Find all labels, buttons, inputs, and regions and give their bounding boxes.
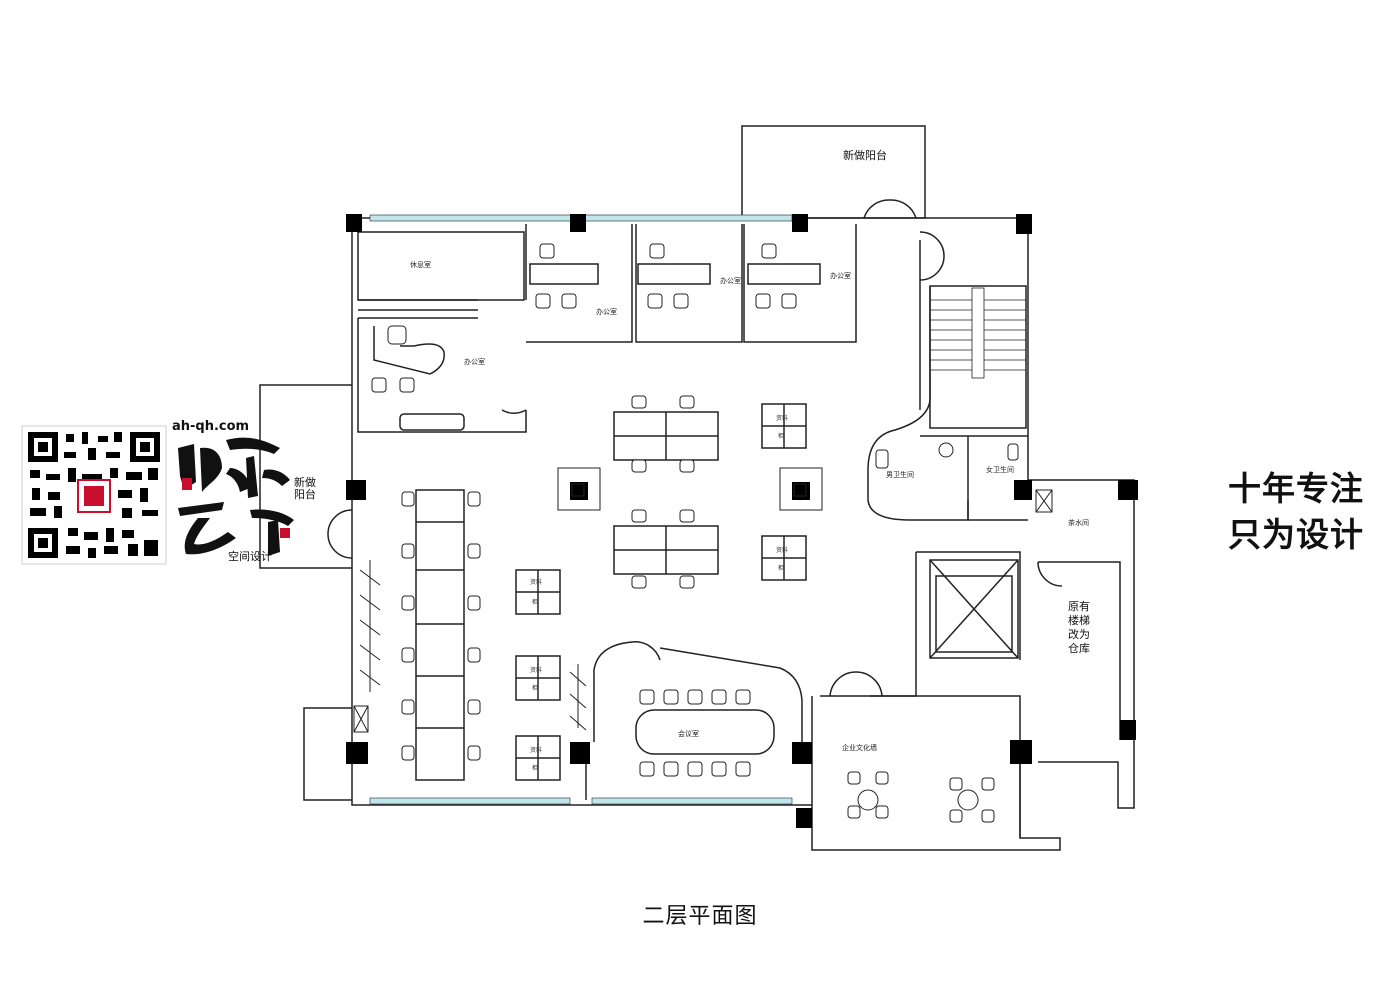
label-storage-4: 仓库	[1068, 641, 1090, 655]
label-womens-wc: 女卫生间	[986, 465, 1014, 474]
label-new-balcony-left-2: 阳台	[294, 487, 316, 501]
chairs	[371, 243, 995, 823]
company-logo	[18, 418, 308, 573]
label-culture-wall: 企业文化墙	[842, 743, 877, 752]
logo-subtitle: 空间设计	[228, 550, 272, 563]
qr-code-icon	[21, 425, 294, 565]
restroom-fixtures	[353, 442, 1053, 733]
planters	[557, 467, 823, 511]
label-storage-1: 原有	[1068, 599, 1090, 613]
storage-rail	[359, 560, 587, 731]
label-storage-3: 改为	[1068, 627, 1090, 641]
slogan: 十年专注 只为设计	[1228, 466, 1398, 558]
label-meeting-room: 会议室	[678, 729, 699, 738]
logo-url: ah-qh.com	[172, 419, 250, 434]
label-office-main: 办公室	[464, 357, 485, 366]
label-cabinet-2b: 柜	[532, 684, 538, 692]
label-office-b: 办公室	[720, 276, 741, 285]
label-cabinet-4a: 资料	[776, 414, 788, 422]
label-cabinet-5b: 柜	[778, 564, 784, 572]
label-tea-room: 茶水间	[1068, 518, 1089, 527]
label-new-balcony-left-1: 新做	[294, 475, 316, 489]
label-cabinet-3b: 柜	[532, 764, 538, 772]
label-mens-wc: 男卫生间	[886, 470, 914, 479]
label-cabinet-1b: 柜	[532, 598, 538, 606]
label-office-c: 办公室	[830, 271, 851, 280]
label-cabinet-5a: 资料	[776, 546, 788, 554]
slogan-line-1: 十年专注	[1228, 469, 1364, 508]
label-cabinet-2a: 资料	[530, 666, 542, 674]
label-lounge: 休息室	[410, 260, 431, 269]
label-office-a: 办公室	[596, 307, 617, 316]
plan-title: 二层平面图	[642, 904, 758, 929]
label-cabinet-1a: 资料	[530, 578, 542, 586]
label-storage-2: 楼梯	[1068, 613, 1090, 627]
label-cabinet-4b: 柜	[778, 432, 784, 440]
outer-walls	[259, 125, 1135, 851]
label-cabinet-3a: 资料	[530, 746, 542, 754]
label-new-balcony-top: 新做阳台	[843, 148, 887, 162]
slogan-line-2: 只为设计	[1228, 515, 1364, 554]
